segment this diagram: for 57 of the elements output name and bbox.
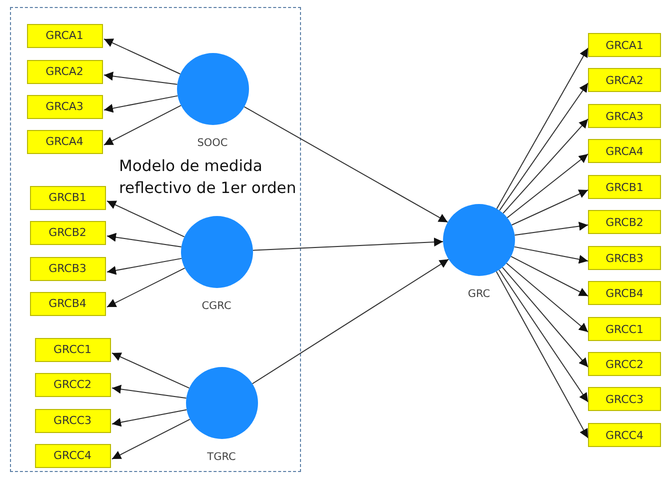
arrow <box>106 200 185 238</box>
arrow <box>502 118 588 214</box>
arrow <box>104 72 178 85</box>
indicator-box: GRCC2 <box>588 352 661 376</box>
construct-label: TGRC <box>206 450 237 462</box>
indicator-box: GRCA3 <box>588 104 661 128</box>
indicator-box: GRCA2 <box>588 68 661 92</box>
indicator-box: GRCC1 <box>588 317 661 341</box>
indicator-box: GRCB3 <box>30 256 106 280</box>
arrow <box>112 384 187 399</box>
indicator-box: GRCB1 <box>30 186 106 210</box>
arrow <box>252 258 450 384</box>
indicator-box: GRCB2 <box>30 220 106 244</box>
indicator-box: GRCA1 <box>588 33 661 57</box>
indicator-box: GRCB1 <box>588 175 661 199</box>
arrow <box>244 106 448 223</box>
indicator-box: GRCB4 <box>30 292 106 316</box>
arrow <box>506 262 588 332</box>
arrow <box>496 48 588 210</box>
indicator-box: GRCB4 <box>588 281 661 305</box>
construct-label: CGRC <box>200 300 232 312</box>
indicator-box: GRCC4 <box>588 423 661 447</box>
arrow <box>112 409 188 427</box>
arrow <box>104 38 181 74</box>
indicator-box: GRCA4 <box>26 130 102 154</box>
arrow <box>106 258 182 275</box>
indicator-box: GRCB3 <box>588 246 661 270</box>
construct-label: GRC <box>466 288 492 300</box>
arrow <box>112 352 190 389</box>
indicator-box: GRCA4 <box>588 139 661 163</box>
indicator-box: GRCC3 <box>588 387 661 411</box>
indicator-box: GRCC3 <box>34 408 110 432</box>
indicator-box: GRCB2 <box>588 210 661 234</box>
construct-label: SOOC <box>196 136 229 148</box>
arrow <box>498 269 588 402</box>
arrow <box>499 82 588 211</box>
group-caption: Modelo de medida reflectivo de 1er orden <box>119 156 298 199</box>
indicator-box: GRCA1 <box>26 24 102 48</box>
arrow <box>506 154 588 218</box>
arrow <box>106 232 182 248</box>
indicator-box: GRCC4 <box>34 444 110 468</box>
indicator-box: GRCC1 <box>34 338 110 362</box>
indicator-box: GRCA3 <box>26 94 102 118</box>
group-frame <box>10 7 301 472</box>
arrow <box>511 190 588 226</box>
arrow <box>496 271 588 438</box>
arrow <box>112 418 190 460</box>
arrow <box>510 256 588 296</box>
arrow <box>104 95 178 113</box>
arrow <box>104 104 182 146</box>
arrow <box>502 266 588 368</box>
arrow <box>514 222 588 236</box>
indicator-box: GRCC2 <box>34 372 110 396</box>
arrow <box>106 268 186 308</box>
arrow <box>514 246 588 264</box>
indicator-box: GRCA2 <box>26 60 102 84</box>
arrow <box>252 238 444 251</box>
